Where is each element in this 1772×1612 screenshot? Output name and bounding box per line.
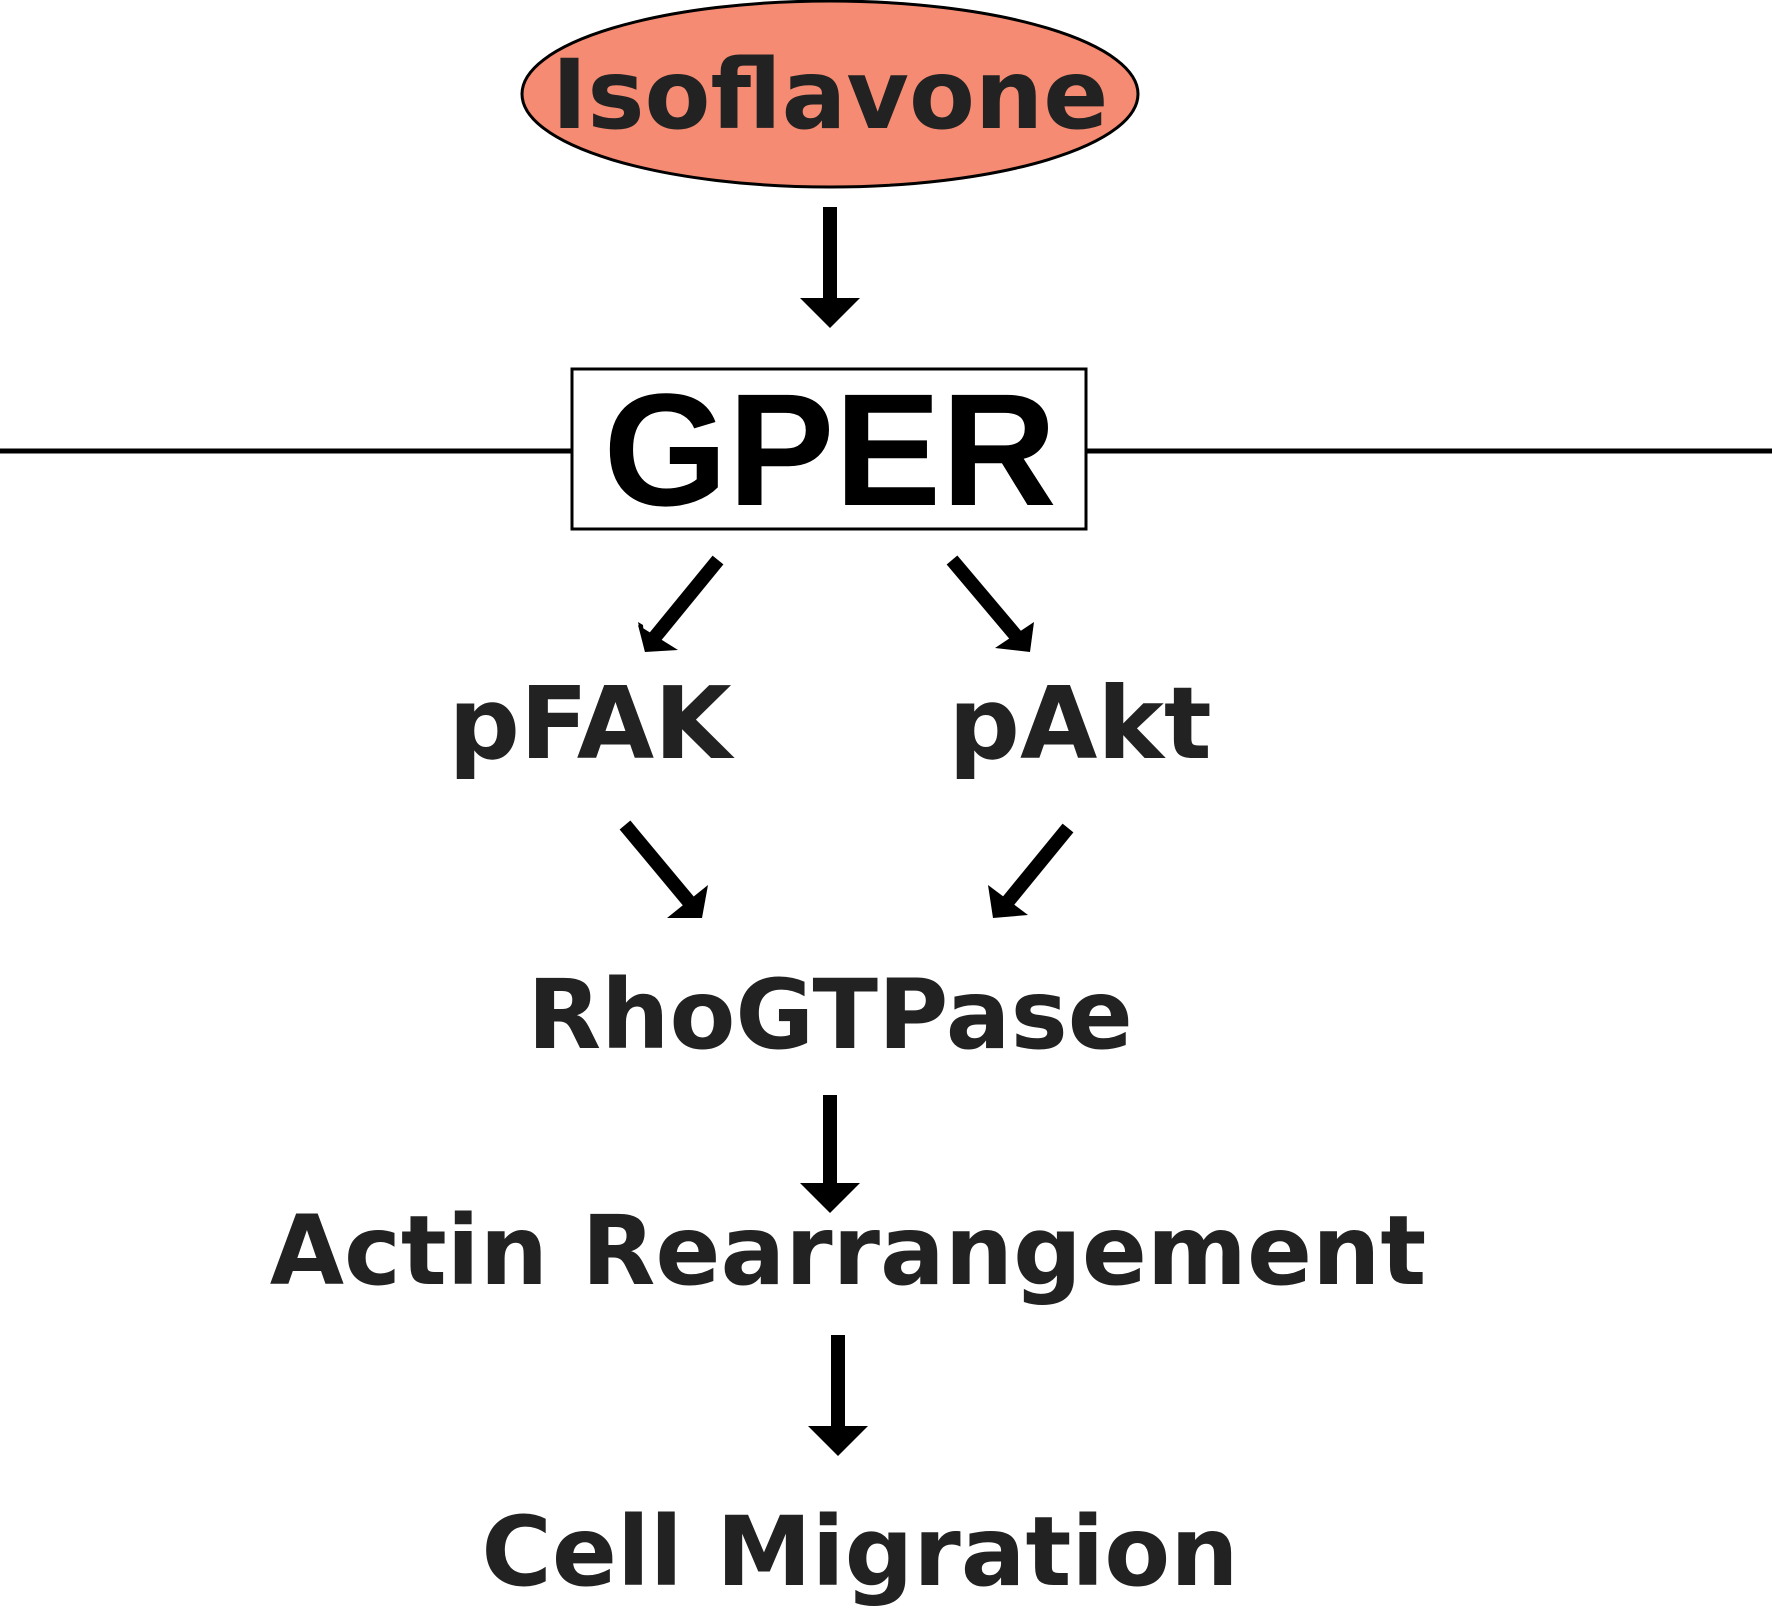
gper-label: GPER [603,360,1056,539]
pakt-label: pAkt [948,665,1211,782]
arrow-isoflavone-to-gper [800,207,860,328]
isoflavone-ellipse [520,0,1140,189]
cell-migration-label: Cell Migration [481,1496,1238,1608]
rhogtpase-label: RhoGTPase [527,959,1133,1071]
actin-rearrangement-label: Actin Rearrangement [270,1195,1427,1307]
arrow-gper-to-pakt [946,555,1034,652]
isoflavone-label: Isoflavone [552,39,1109,151]
arrow-rhogtpase-to-actin [800,1095,860,1213]
gper-box [570,367,1088,531]
pfak-label: pFAK [448,665,735,782]
arrow-actin-to-migration [808,1335,868,1456]
arrow-pakt-to-rhogtpase [988,823,1074,918]
arrow-gper-to-pfak [638,555,724,652]
arrow-pfak-to-rhogtpase [619,820,708,918]
